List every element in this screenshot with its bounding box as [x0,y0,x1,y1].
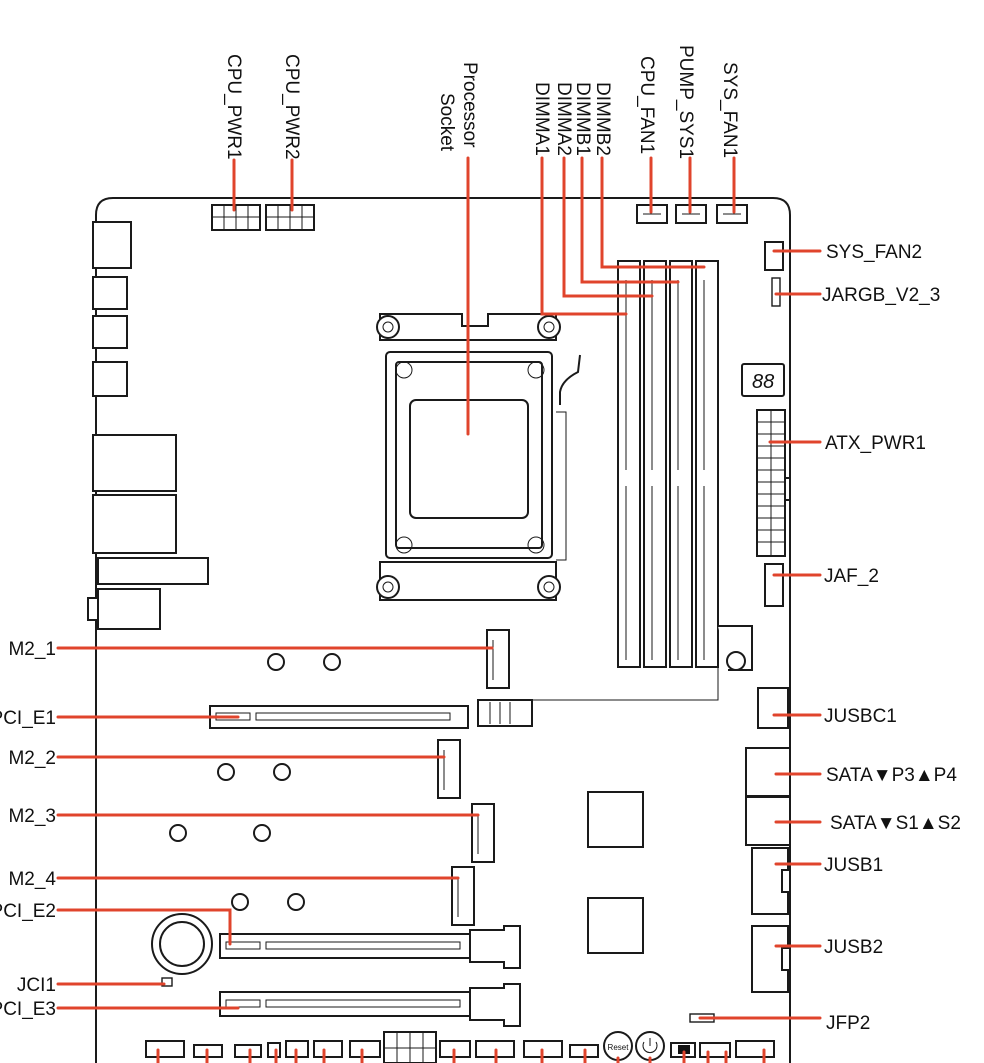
cpu-pwr2-connector [265,204,315,231]
cpu-pwr1-connector [211,204,261,231]
label-sys-fan2: SYS_FAN2 [826,242,922,263]
m2-4-slot [231,866,475,926]
label-sata-s1s2: SATA▼S1▲S2 [830,813,961,834]
jusb2-connector [751,925,789,993]
label-jaf2: JAF_2 [824,566,879,587]
m2-3-slot [169,803,495,863]
label-sata-p3p4: SATA▼P3▲P4 [826,765,957,786]
label-jusbc1: JUSBC1 [824,706,897,727]
label-m2-4: M2_4 [8,869,56,890]
label-pci-e2: PCI_E2 [0,901,56,922]
label-m2-1: M2_1 [8,639,56,660]
label-dimma1: DIMMA1 [531,82,552,156]
label-dimma2: DIMMA2 [553,82,574,156]
debug-led: 88 [741,363,785,397]
left-labels: M2_1 PCI_E1 M2_2 M2_3 M2_4 PCI_E2 JCI1 P… [0,639,56,1020]
label-socket: Socket [436,93,457,152]
atx-pwr1-connector [756,409,791,557]
jargb-header [771,277,781,307]
sata-p3p4-connector [745,747,791,797]
rear-io-ports [87,221,209,630]
label-atx-pwr1: ATX_PWR1 [825,433,926,454]
label-m2-3: M2_3 [8,806,56,827]
top-labels: CPU_PWR1 CPU_PWR2 Processor Socket DIMMA… [223,45,740,160]
chipset-1 [587,791,644,848]
jci1-header [161,977,173,987]
label-jfp2: JFP2 [826,1013,870,1034]
m2-1-slot [267,629,510,689]
reset-button-label: Reset [608,1043,630,1052]
sys-fan2-header [764,241,784,271]
right-labels: SYS_FAN2 JARGB_V2_3 ATX_PWR1 JAF_2 JUSBC… [822,242,961,1034]
pci-e1-slot [209,705,469,729]
label-dimmb1: DIMMB1 [572,82,593,156]
label-pump-sys1: PUMP_SYS1 [675,45,696,159]
label-pci-e1: PCI_E1 [0,708,56,729]
jusb1-connector [751,847,789,915]
label-cpu-fan1: CPU_FAN1 [636,56,657,154]
top-fan-headers [636,204,748,224]
label-sys-fan1: SYS_FAN1 [719,62,740,158]
label-m2-2: M2_2 [8,748,56,769]
label-dimmb2: DIMMB2 [592,82,613,156]
label-cpu-pwr1: CPU_PWR1 [223,54,244,160]
pci-e3-slot [219,983,521,1027]
pci-e2-slot [219,925,521,969]
jusbc1-connector [757,687,789,729]
chipset-2 [587,897,644,954]
label-jusb1: JUSB1 [824,855,883,876]
processor-socket [376,313,581,601]
jaf2-header [764,563,784,607]
callout-lines [56,156,822,1063]
label-pci-e3: PCI_E3 [0,999,56,1020]
vrm-heatsink-detail [477,625,753,727]
debug-led-text: 88 [752,371,774,393]
label-cpu-pwr2: CPU_PWR2 [281,54,302,160]
label-jci1: JCI1 [17,975,56,996]
dimm-slots [617,260,719,668]
label-jargb: JARGB_V2_3 [822,285,940,306]
cmos-battery [151,913,213,975]
label-processor: Processor [459,62,480,148]
label-jusb2: JUSB2 [824,937,883,958]
